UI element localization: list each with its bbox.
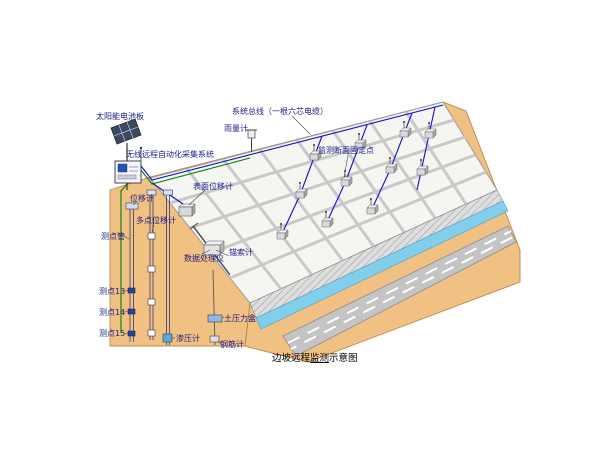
- sensor-point-15: [127, 330, 136, 337]
- label-data-processor: 数据处理仪: [184, 253, 224, 263]
- label-rebar-meter: 钢筋计: [220, 339, 244, 349]
- sensor-point-13: [127, 287, 136, 294]
- caption-suffix: 示意图: [329, 352, 358, 364]
- data-processor-icon: [203, 240, 225, 256]
- caption-underlined: 监测: [310, 352, 329, 364]
- leader-lines: [123, 115, 349, 345]
- left-face-right-edge: [244, 302, 251, 347]
- label-system-bus: 系统总线（一根六芯电缆）: [232, 106, 328, 116]
- label-wireless-system: 无线远程自动化采集系统: [126, 149, 214, 159]
- road-dash-line: [290, 236, 514, 350]
- label-measuring-tube: 测点管: [101, 231, 125, 241]
- label-seepage-meter: 渗压计: [176, 333, 200, 343]
- rebar-sensor: [209, 335, 220, 343]
- label-point-13: 测点13: [99, 287, 125, 296]
- label-displacement: 位移计: [130, 193, 154, 203]
- seepage-sensor: [162, 333, 173, 343]
- label-surface-displacement: 表面位移计: [193, 181, 233, 191]
- sensor-point-14: [127, 308, 136, 315]
- drainage-channel: [255, 200, 509, 330]
- solar-panel-icon: [110, 118, 142, 162]
- measuring-tube-borehole: [125, 202, 139, 342]
- label-point-14: 测点14: [99, 308, 125, 317]
- diagram-caption: 边坡远程监测示意图: [272, 352, 358, 364]
- cable-green: [120, 157, 251, 333]
- earth-pressure-sensor: [207, 314, 223, 323]
- wireless-acquisition-box-icon: [114, 146, 143, 190]
- label-point-15: 测点15: [99, 329, 125, 338]
- road-dash-line: [287, 230, 512, 344]
- multipoint-displacement-borehole: [146, 189, 157, 340]
- pressure-rebar-borehole: [207, 269, 223, 346]
- caption-prefix: 边坡远程: [272, 352, 311, 364]
- rain-gauge-icon: [246, 129, 257, 152]
- seepage-meter-borehole: [162, 189, 173, 345]
- road: [282, 225, 517, 357]
- label-anchor-cable-meter: 锚索计: [229, 247, 253, 257]
- label-multipoint-displacement: 多点位移计: [136, 215, 176, 225]
- surface-displacement-icon: [178, 203, 196, 217]
- label-earth-pressure-cell: 土压力盒: [224, 313, 256, 323]
- label-monitoring-section-point: 监测断面固定点: [318, 145, 374, 155]
- label-solar-panel: 太阳能电池板: [96, 111, 144, 121]
- label-rain-gauge: 雨量计: [224, 123, 248, 133]
